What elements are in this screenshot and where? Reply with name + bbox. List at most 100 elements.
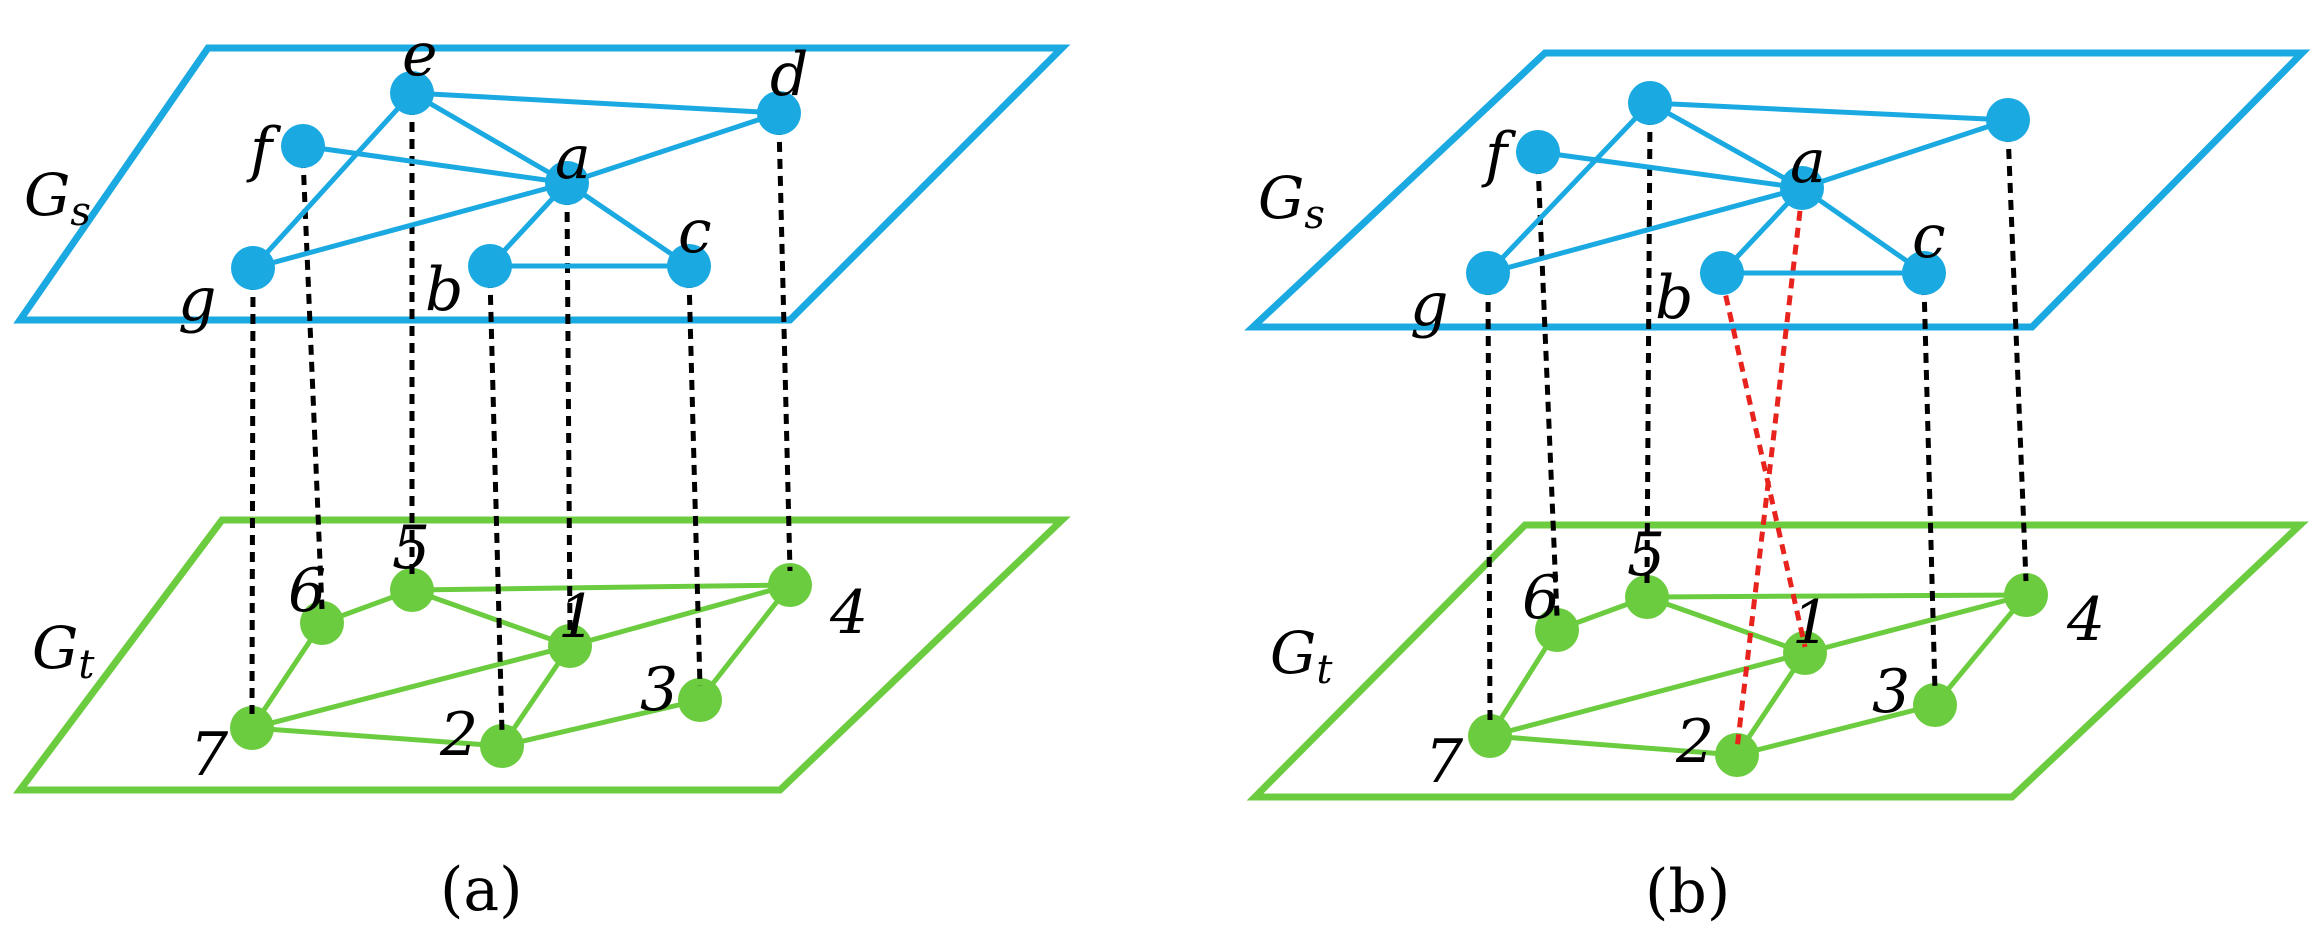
correspondence-e-5: [1644, 114, 1653, 584]
source-node-label-c: c: [678, 197, 712, 267]
source-graph-plane: [13, 44, 1071, 324]
target-node-1: [548, 624, 592, 668]
source-graph-label: Gs: [1258, 164, 1325, 238]
source-edge-g-a: [252, 180, 568, 271]
target-node-label-3: 3: [1872, 657, 1910, 727]
source-node-label-a: a: [1790, 127, 1826, 197]
source-node-b: [1700, 251, 1744, 295]
target-edge-5-4: [411, 582, 791, 593]
target-node-3: [1913, 683, 1957, 727]
source-node-f: [281, 124, 325, 168]
source-node-d: [757, 91, 801, 135]
source-edge-e-a: [1648, 100, 1804, 191]
source-edge-a-c: [565, 180, 691, 269]
source-node-g: [231, 246, 275, 290]
target-graph-plane: [13, 516, 1071, 794]
source-graph-label: Gs: [24, 161, 91, 235]
mismatched-correspondence-a-2: [1734, 193, 1805, 750]
target-edge-2-3: [501, 697, 701, 749]
source-node-e: [1628, 81, 1672, 125]
source-node-label-e: e: [402, 20, 438, 90]
correspondence-a-1: [564, 194, 573, 633]
source-node-d: [1986, 98, 2030, 142]
target-node-4: [768, 563, 812, 607]
correspondence-g-7: [249, 279, 256, 715]
target-edge-1-4: [1804, 592, 2027, 656]
target-edge-3-4: [698, 583, 792, 702]
source-edge-f-a: [302, 143, 568, 186]
source-node-label-b: b: [425, 255, 463, 325]
target-edge-2-3: [1736, 702, 1936, 758]
source-edge-g-a: [1487, 185, 1803, 276]
target-node-label-2: 2: [439, 700, 478, 770]
source-node-label-g: g: [178, 265, 216, 335]
source-node-label-f: f: [1481, 120, 1517, 190]
source-edge-f-a: [1537, 149, 1803, 191]
target-node-4: [2004, 573, 2048, 617]
source-edge-e-a: [410, 90, 569, 186]
correspondence-d-4: [776, 124, 793, 572]
target-node-1: [1783, 631, 1827, 675]
target-edge-5-1: [1646, 594, 1806, 656]
target-edge-1-4: [569, 582, 791, 649]
target-graph-label: Gt: [1270, 619, 1333, 693]
source-node-a: [1780, 166, 1824, 210]
source-node-g: [1466, 251, 1510, 295]
correspondence-d-4: [2005, 131, 2029, 582]
target-edge-7-2: [251, 725, 503, 749]
target-node-label-7: 7: [1425, 727, 1464, 797]
correspondence-b-2: [487, 277, 505, 733]
source-edge-e-d: [411, 90, 780, 116]
source-edge-a-d: [566, 110, 780, 186]
source-node-label-c: c: [1912, 202, 1946, 272]
panel-caption: (a): [440, 855, 523, 925]
correspondence-c-3: [686, 277, 703, 687]
target-node-label-3: 3: [640, 655, 678, 725]
source-edge-e-g: [251, 91, 414, 270]
source-edge-a-d: [1801, 117, 2009, 191]
correspondence-c-3: [1921, 284, 1938, 692]
source-node-b: [468, 244, 512, 288]
source-node-label-f: f: [246, 115, 282, 185]
source-node-a: [545, 161, 589, 205]
correspondence-f-6: [1535, 163, 1560, 617]
target-edge-7-1: [251, 643, 571, 731]
source-node-label-a: a: [555, 123, 591, 193]
target-node-5: [1625, 575, 1669, 619]
source-node-c: [667, 244, 711, 288]
target-node-3: [678, 678, 722, 722]
source-edge-e-g: [1486, 101, 1652, 275]
source-node-e: [390, 71, 434, 115]
correspondence-f-6: [300, 157, 325, 610]
source-edge-a-c: [1800, 185, 1926, 276]
source-node-label-g: g: [1410, 270, 1448, 340]
source-graph-plane: [1244, 49, 2311, 331]
target-node-2: [480, 724, 524, 768]
target-graph-plane: [1246, 521, 2309, 801]
target-node-label-1: 1: [1792, 588, 1830, 658]
panel-caption: (b): [1645, 857, 1730, 927]
source-node-label-b: b: [1655, 263, 1693, 333]
target-graph-label: Gt: [32, 614, 95, 688]
target-node-6: [300, 601, 344, 645]
target-node-label-1: 1: [558, 582, 596, 652]
source-node-c: [1902, 251, 1946, 295]
target-node-7: [1468, 714, 1512, 758]
source-node-label-d: d: [770, 40, 808, 110]
target-node-2: [1715, 733, 1759, 777]
target-node-label-5: 5: [1627, 520, 1665, 590]
target-node-label-4: 4: [2066, 585, 2105, 655]
target-node-label-6: 6: [288, 556, 326, 626]
target-node-label-7: 7: [190, 720, 229, 790]
target-edge-3-4: [1933, 593, 2028, 707]
source-edge-e-d: [1649, 100, 2009, 123]
target-node-label-6: 6: [1522, 563, 1560, 633]
mismatched-correspondence-b-1: [1719, 278, 1808, 648]
target-node-6: [1535, 608, 1579, 652]
correspondence-g-7: [1485, 284, 1493, 723]
target-edge-7-1: [1489, 650, 1806, 739]
target-node-label-5: 5: [392, 513, 430, 583]
